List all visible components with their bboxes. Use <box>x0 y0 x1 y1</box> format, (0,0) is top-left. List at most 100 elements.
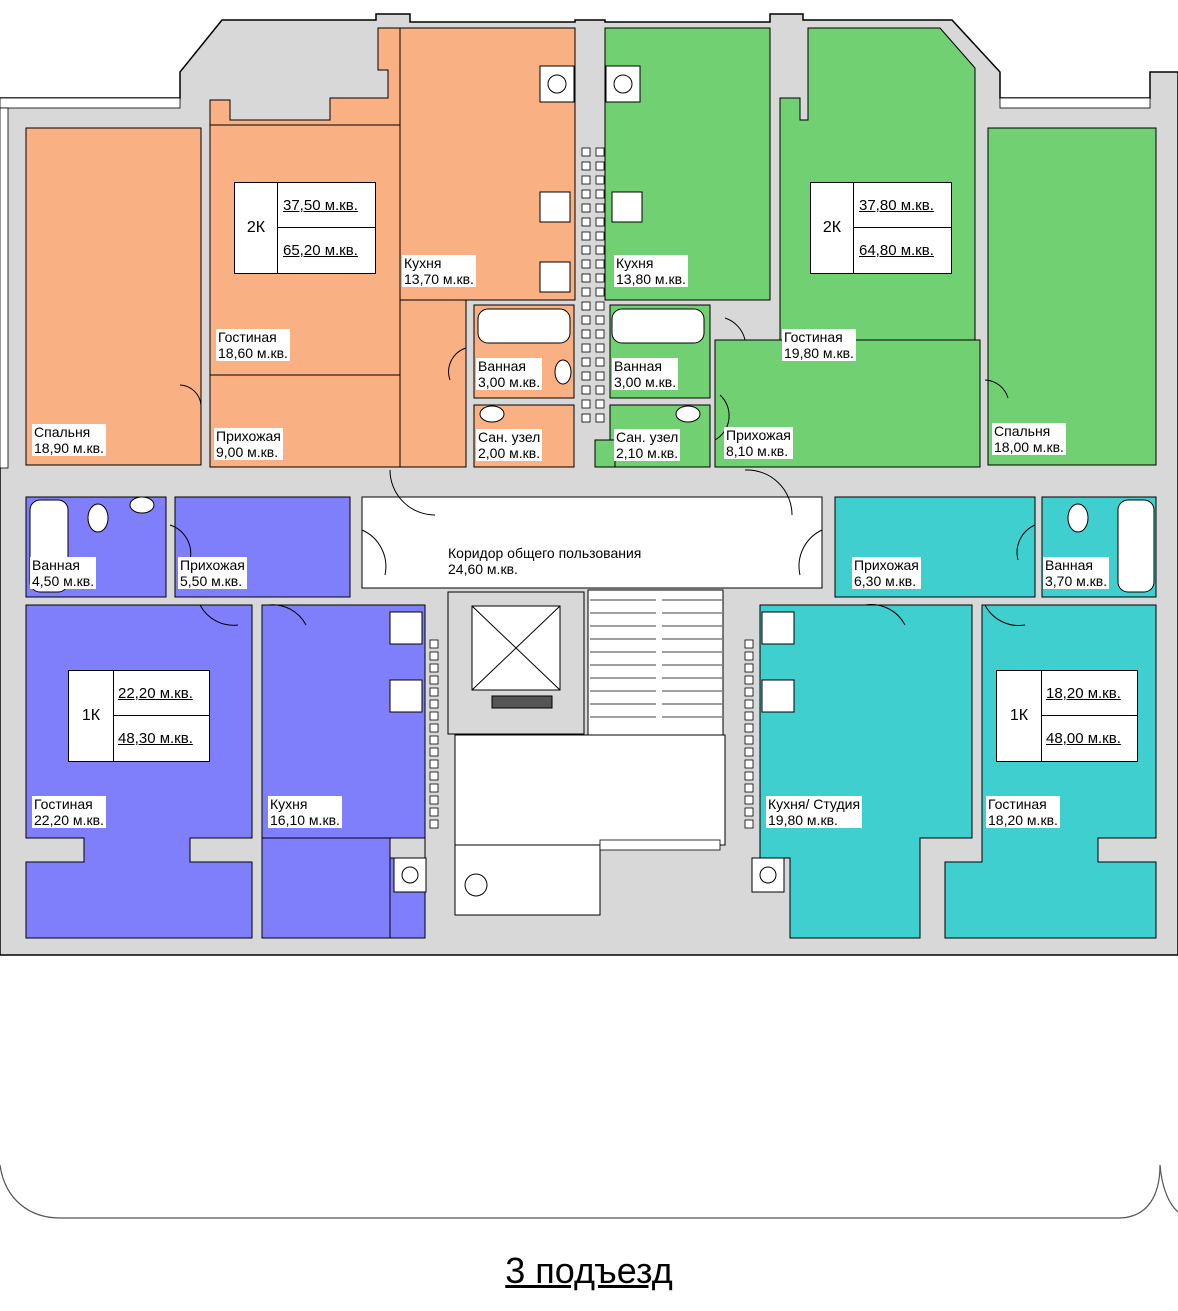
vent-block <box>744 819 754 829</box>
room-kitchen-right <box>604 27 771 301</box>
doors <box>169 317 1036 626</box>
vent-block <box>581 329 591 339</box>
windows <box>0 97 1151 851</box>
window-top-left <box>0 97 181 109</box>
vent-block <box>429 663 439 673</box>
vent-block <box>595 287 605 297</box>
vent-block <box>429 699 439 709</box>
vent-block <box>595 301 605 311</box>
divider <box>853 183 854 273</box>
door-arc <box>199 604 239 626</box>
door-arc <box>179 384 202 406</box>
elevator-door <box>491 695 553 709</box>
vent-block <box>429 735 439 745</box>
total-area: 64,80 м.кв. <box>859 242 934 259</box>
vent-block <box>744 699 754 709</box>
apartment-summary-1k-left: 1К 22,20 м.кв. 48,30 м.кв. <box>68 670 210 762</box>
vent-block <box>429 807 439 817</box>
door-arc <box>267 604 307 626</box>
apartment-type: 1К <box>81 707 101 724</box>
vent-block <box>581 273 591 283</box>
stair-treads <box>590 599 722 718</box>
vent-block <box>429 795 439 805</box>
vent-block <box>744 771 754 781</box>
total-area: 65,20 м.кв. <box>283 242 358 259</box>
entrance-caption: 3 подъезд <box>505 1250 673 1291</box>
vent-block <box>581 217 591 227</box>
apartment-type: 2К <box>246 219 266 236</box>
divider <box>113 715 209 716</box>
apartment-summary-1k-right: 1К 18,20 м.кв. 48,00 м.кв. <box>996 670 1138 762</box>
living-area: 37,50 м.кв. <box>283 197 358 214</box>
room-kitchen-blue-low <box>261 837 391 939</box>
room-living-blue <box>25 604 253 939</box>
washbasin-icon <box>129 496 155 514</box>
vent-block <box>595 385 605 395</box>
divider <box>853 227 951 228</box>
apartment-type: 2К <box>822 219 842 236</box>
vent-block <box>744 807 754 817</box>
door-arc <box>864 604 906 626</box>
sink-icon <box>539 261 571 293</box>
washbasin-icon <box>675 405 701 423</box>
living-area: 37,80 м.кв. <box>859 197 934 214</box>
divider <box>113 671 114 761</box>
vent-block <box>429 771 439 781</box>
vent-block <box>595 217 605 227</box>
vent-block <box>581 161 591 171</box>
vent-block <box>595 273 605 283</box>
vent-block <box>744 639 754 649</box>
vent-block <box>744 735 754 745</box>
vent-block <box>581 231 591 241</box>
vent-block <box>581 287 591 297</box>
door-arc <box>798 529 823 576</box>
vent-block <box>429 651 439 661</box>
vent-block <box>429 759 439 769</box>
vent-block <box>429 819 439 829</box>
door-arc <box>361 529 387 576</box>
balcony-curve <box>0 1164 1161 1219</box>
door-arc <box>448 347 467 381</box>
vent-block <box>429 747 439 757</box>
vent-block <box>429 687 439 697</box>
vent-block <box>581 147 591 157</box>
bathtub-icon <box>611 308 705 344</box>
door-arc <box>389 469 436 516</box>
sink-icon <box>761 611 795 645</box>
living-area: 18,20 м.кв. <box>1046 685 1121 702</box>
vent-block <box>581 371 591 381</box>
vent-block <box>581 245 591 255</box>
vent-block <box>595 231 605 241</box>
vent-block <box>595 315 605 325</box>
vent-blocks <box>429 147 754 829</box>
vent-block <box>744 723 754 733</box>
door-arc <box>984 379 1009 399</box>
balcony-outline <box>0 1164 1178 1219</box>
door-arc <box>169 524 192 561</box>
stove-icon <box>611 191 643 223</box>
vent-block <box>595 259 605 269</box>
vent-block <box>429 711 439 721</box>
vent-block <box>744 675 754 685</box>
apartment-summary-2k-right: 2К 37,80 м.кв. 64,80 м.кв. <box>810 182 952 274</box>
door-arc <box>724 317 746 341</box>
vent-block <box>595 245 605 255</box>
door-arc <box>714 394 730 441</box>
divider <box>1041 715 1137 716</box>
vent-block <box>595 175 605 185</box>
apartment-type: 1К <box>1009 707 1029 724</box>
room-hall-left-ext <box>399 299 467 468</box>
vent-icon <box>401 866 419 884</box>
stove-icon <box>389 679 423 713</box>
